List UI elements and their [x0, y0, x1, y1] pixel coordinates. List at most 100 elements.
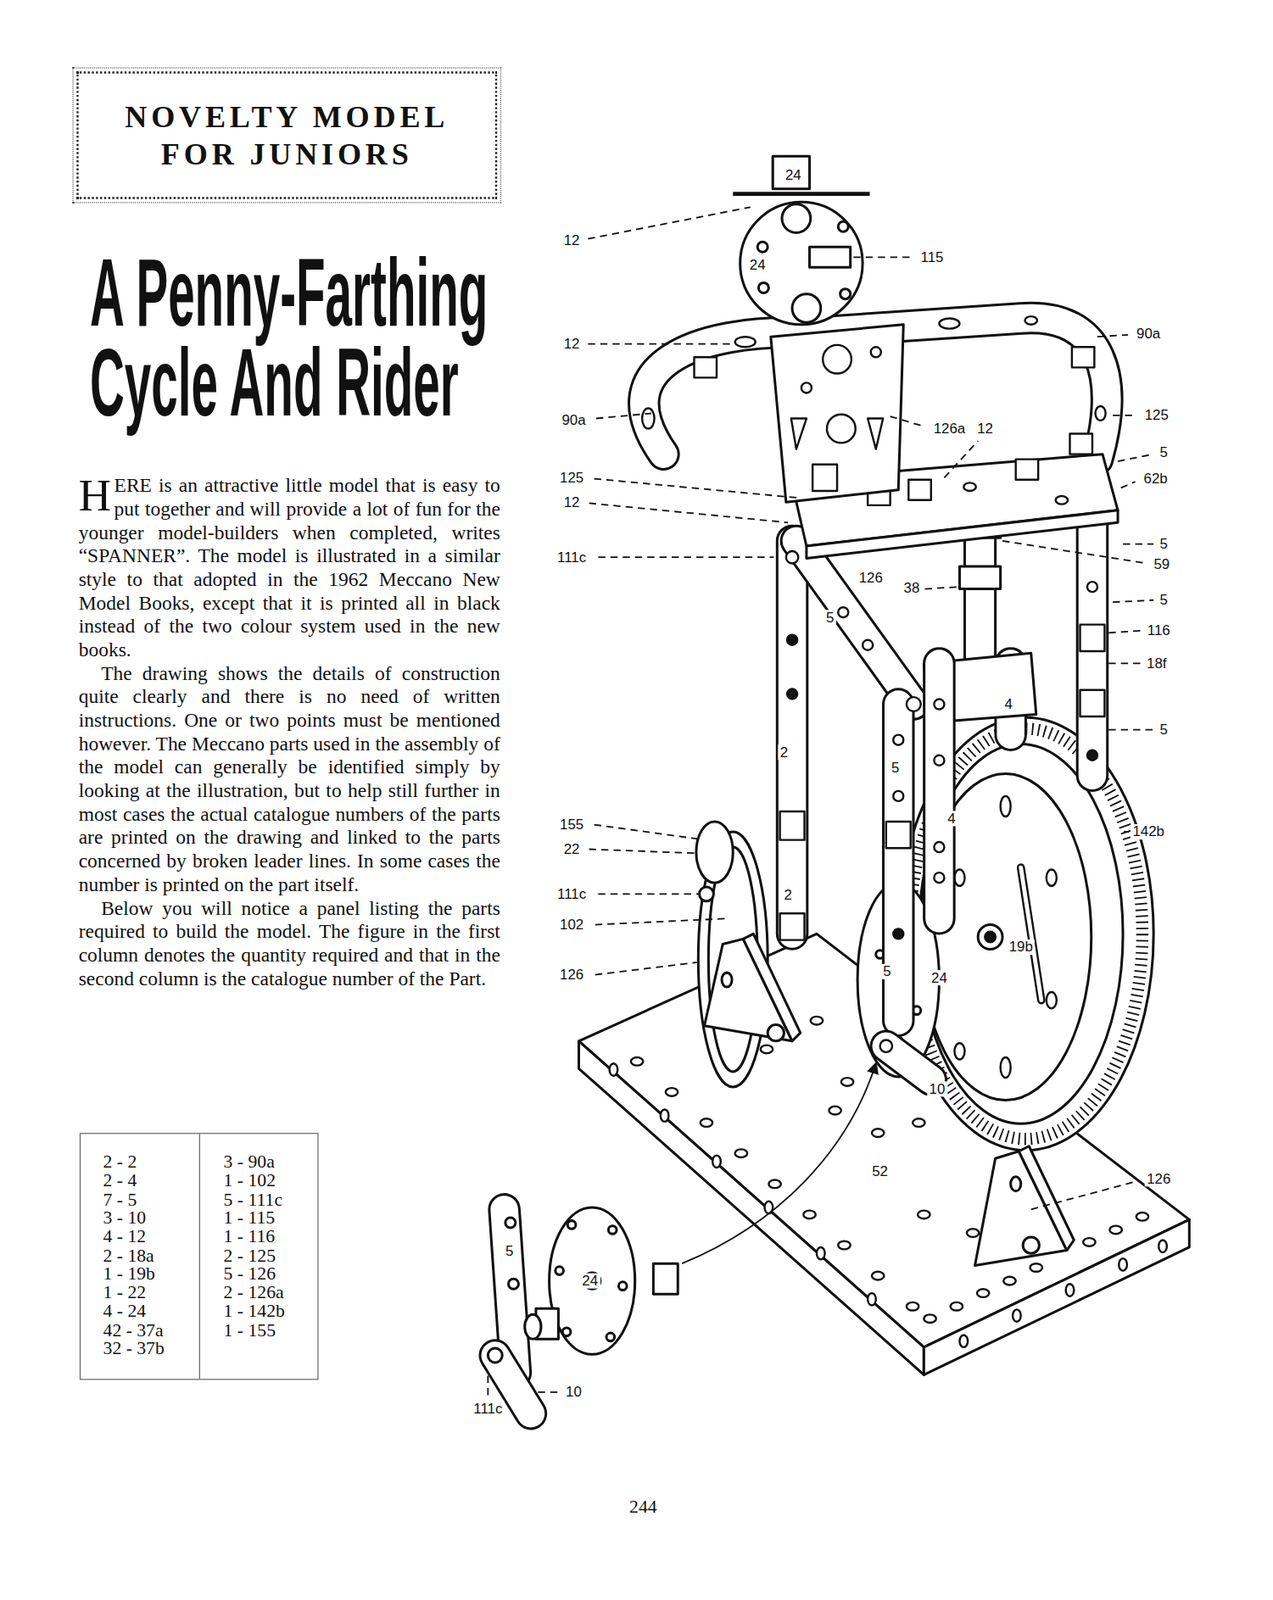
- leader-lines: [925, 586, 961, 589]
- callout-number: 24: [747, 257, 768, 274]
- flanged-plate: [1083, 1238, 1095, 1247]
- head: [837, 221, 849, 232]
- head: [757, 241, 768, 252]
- callout-number: 18f: [1144, 655, 1169, 671]
- arms-strips: [1072, 346, 1095, 368]
- head: [781, 204, 811, 234]
- large-wheel: [1000, 796, 1011, 817]
- exploded-parts: [562, 1328, 571, 1337]
- callout-number: 5: [881, 964, 894, 980]
- callout-number: 10: [563, 1384, 585, 1401]
- callout-number: 111c: [471, 1401, 505, 1417]
- table-cell: 1 - 142b: [223, 1301, 285, 1321]
- flanged-plate: [1118, 1258, 1128, 1271]
- callout-number: 12: [561, 233, 582, 249]
- leader-lines: [486, 1376, 489, 1397]
- leader-lines: [594, 479, 801, 499]
- fork-strips: [1087, 581, 1098, 592]
- leader-lines: [943, 441, 978, 478]
- leader-lines: [1112, 600, 1154, 603]
- callout-number: 5: [503, 1244, 516, 1260]
- flanged-plate: [837, 1241, 850, 1251]
- leg-strips: [886, 1046, 932, 1081]
- exploded-parts: [555, 1267, 564, 1276]
- leg-strips: [780, 551, 945, 1053]
- article-body: HERE is an attractive little model that …: [78, 474, 501, 991]
- heading-text: NOVELTY MODEL FOR JUNIORS: [98, 98, 476, 173]
- table-cell: 1 - 115: [223, 1208, 276, 1228]
- callout-number: 111c: [555, 886, 589, 902]
- large-wheel: [1046, 992, 1057, 1009]
- leg-strips: [780, 811, 805, 841]
- flanged-plate: [760, 1045, 773, 1055]
- body-plate: [770, 324, 904, 503]
- callout-number: 24: [782, 167, 804, 184]
- right-trunnion: [1022, 1237, 1039, 1254]
- body-plate: [791, 345, 883, 492]
- flanged-plate: [768, 1179, 781, 1189]
- body-plate: [812, 464, 838, 492]
- head: [732, 156, 870, 325]
- exploded-parts: [487, 1063, 876, 1414]
- body-plate: [770, 324, 904, 503]
- flanged-plate: [578, 1041, 924, 1376]
- leader-lines: [596, 413, 652, 419]
- table-divider: [199, 1133, 201, 1380]
- leader-lines: [853, 256, 912, 258]
- head: [792, 294, 821, 324]
- leader-lines: [597, 556, 774, 559]
- table-cell: 1 - 116: [223, 1227, 276, 1246]
- callout-number: 19b: [1006, 939, 1035, 955]
- large-wheel: [1046, 870, 1057, 887]
- flanged-plate: [810, 1016, 823, 1026]
- leg-strips: [925, 663, 953, 919]
- callout-number: 142b: [1130, 824, 1167, 840]
- callout-number: 24: [929, 970, 950, 986]
- callout-number: 5: [1157, 592, 1170, 609]
- exploded-parts: [608, 1226, 617, 1235]
- callout-number: 59: [1151, 557, 1173, 573]
- flanged-plate: [871, 1128, 884, 1138]
- leader-lines: [594, 825, 699, 840]
- head: [740, 201, 863, 324]
- callout-number: 126: [856, 569, 885, 586]
- flanged-plate: [977, 1289, 989, 1298]
- flanged-plate: [871, 1272, 884, 1281]
- flanged-plate: [1158, 1239, 1167, 1252]
- exploded-parts: [505, 1217, 516, 1229]
- leader-lines: [589, 848, 697, 854]
- leader-lines: [595, 961, 705, 976]
- arms-strips: [642, 407, 654, 429]
- fork-strips: [1080, 690, 1106, 717]
- leader-lines: [1108, 663, 1140, 665]
- leg-strips: [880, 1040, 893, 1053]
- leg-strips: [933, 699, 944, 710]
- parts-table: 2 - 22 - 47 - 53 - 104 - 122 - 18a1 - 19…: [79, 1133, 319, 1380]
- leader-lines: [1002, 541, 1148, 564]
- flanged-plate: [630, 1057, 643, 1067]
- leader-lines: [1122, 543, 1154, 546]
- flanged-plate: [609, 1063, 619, 1076]
- callout-number: 24: [580, 1273, 601, 1290]
- flanged-plate: [700, 1118, 713, 1128]
- body-plate: [822, 345, 852, 375]
- table-cell: 3 - 90a: [223, 1152, 275, 1172]
- leader-lines: [1117, 454, 1154, 462]
- small-wheel: [696, 821, 733, 883]
- head: [840, 289, 851, 300]
- callout-number: 5: [889, 759, 902, 776]
- callout-number: 22: [561, 841, 582, 857]
- seat-plate: [963, 482, 976, 492]
- fork-strips: [1078, 510, 1106, 777]
- large-wheel: [977, 925, 1003, 950]
- fork-strips: [1076, 510, 1110, 777]
- flanged-plate: [1066, 1284, 1075, 1296]
- leader-lines: [1121, 481, 1136, 488]
- leader-lines: [589, 502, 789, 523]
- exploded-parts: [508, 1278, 519, 1290]
- callout-number: 5: [1157, 722, 1170, 738]
- callout-number: 111c: [555, 549, 589, 565]
- seat-plate: [1016, 459, 1039, 481]
- flanged-plate: [950, 1302, 963, 1312]
- leader-lines: [890, 416, 926, 427]
